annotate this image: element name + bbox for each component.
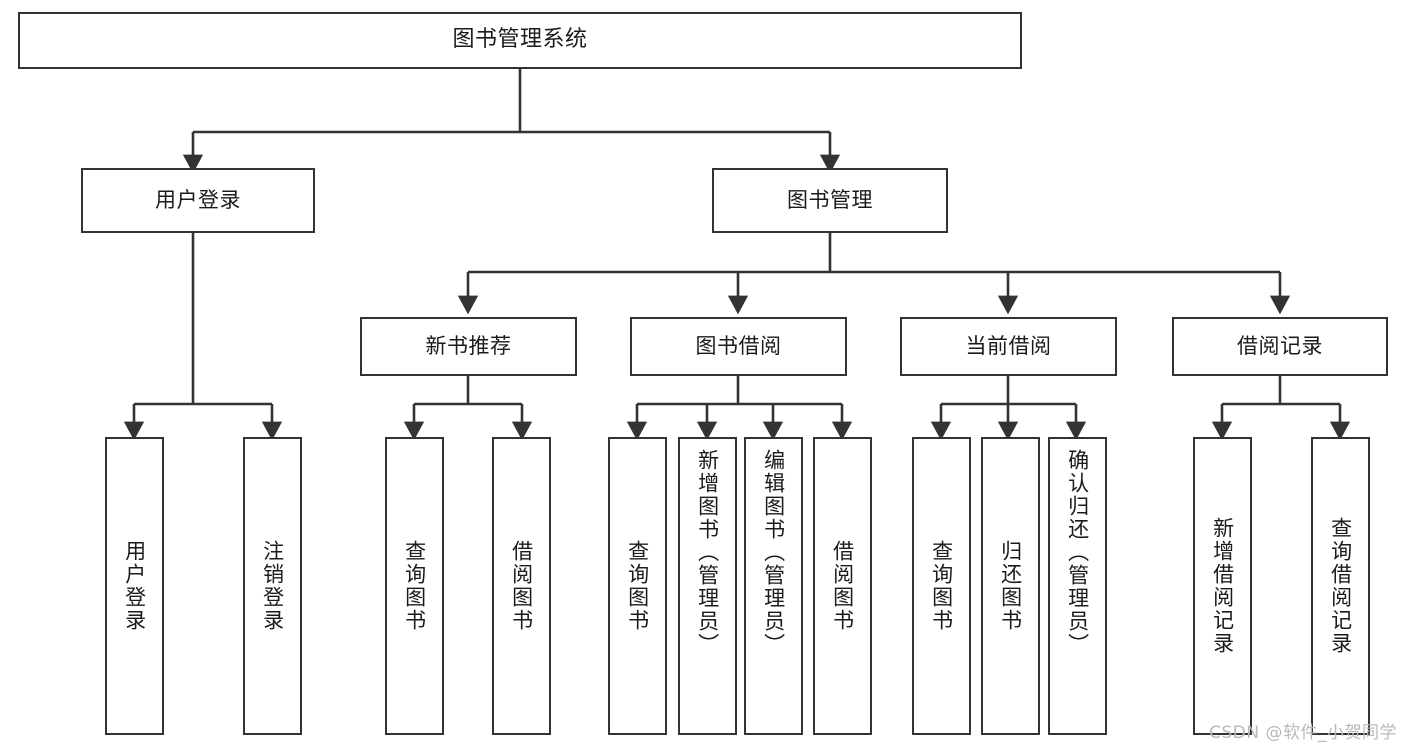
- leaf-borrow-book[interactable]: 借阅图书: [813, 437, 872, 735]
- node-label: 新增图书（管理员）: [695, 449, 720, 656]
- node-label: 归还图书: [998, 540, 1023, 632]
- node-label: 查询图书: [929, 540, 954, 632]
- node-label: 借阅图书: [509, 540, 534, 632]
- leaf-borrow-book-recommend[interactable]: 借阅图书: [492, 437, 551, 735]
- leaf-query-book-borrow[interactable]: 查询图书: [608, 437, 667, 735]
- leaf-confirm-return[interactable]: 确认归还（管理员）: [1048, 437, 1107, 735]
- node-label: 注销登录: [260, 540, 285, 632]
- node-label: 新书推荐: [425, 333, 512, 358]
- node-label: 图书借阅: [695, 333, 782, 358]
- leaf-return-book[interactable]: 归还图书: [981, 437, 1040, 735]
- leaf-add-book[interactable]: 新增图书（管理员）: [678, 437, 737, 735]
- leaf-add-borrow-record[interactable]: 新增借阅记录: [1193, 437, 1252, 735]
- node-label: 借阅记录: [1237, 333, 1323, 358]
- node-current-borrow[interactable]: 当前借阅: [900, 317, 1117, 376]
- node-label: 当前借阅: [965, 333, 1052, 358]
- node-book-manage[interactable]: 图书管理: [712, 168, 948, 233]
- node-book-borrow[interactable]: 图书借阅: [630, 317, 847, 376]
- leaf-query-book-current[interactable]: 查询图书: [912, 437, 971, 735]
- node-label: 图书管理: [787, 187, 873, 212]
- leaf-user-login[interactable]: 用户登录: [105, 437, 164, 735]
- node-label: 查询图书: [625, 540, 650, 632]
- node-label: 新增借阅记录: [1210, 517, 1235, 655]
- node-label: 用户登录: [155, 187, 241, 212]
- node-label: 借阅图书: [830, 540, 855, 632]
- node-user-login[interactable]: 用户登录: [81, 168, 315, 233]
- node-label: 编辑图书（管理员）: [761, 449, 786, 656]
- node-label: 图书管理系统: [452, 27, 588, 53]
- node-label: 查询借阅记录: [1328, 517, 1353, 655]
- csdn-watermark: CSDN @软件_小贺同学: [1209, 723, 1397, 743]
- leaf-query-book-recommend[interactable]: 查询图书: [385, 437, 444, 735]
- node-label: 确认归还（管理员）: [1065, 449, 1090, 656]
- leaf-query-borrow-record[interactable]: 查询借阅记录: [1311, 437, 1370, 735]
- node-new-book-recommend[interactable]: 新书推荐: [360, 317, 577, 376]
- node-root-system[interactable]: 图书管理系统: [18, 12, 1022, 69]
- leaf-edit-book[interactable]: 编辑图书（管理员）: [744, 437, 803, 735]
- node-borrow-record[interactable]: 借阅记录: [1172, 317, 1388, 376]
- leaf-logout-login[interactable]: 注销登录: [243, 437, 302, 735]
- node-label: 用户登录: [122, 540, 147, 632]
- node-label: 查询图书: [402, 540, 427, 632]
